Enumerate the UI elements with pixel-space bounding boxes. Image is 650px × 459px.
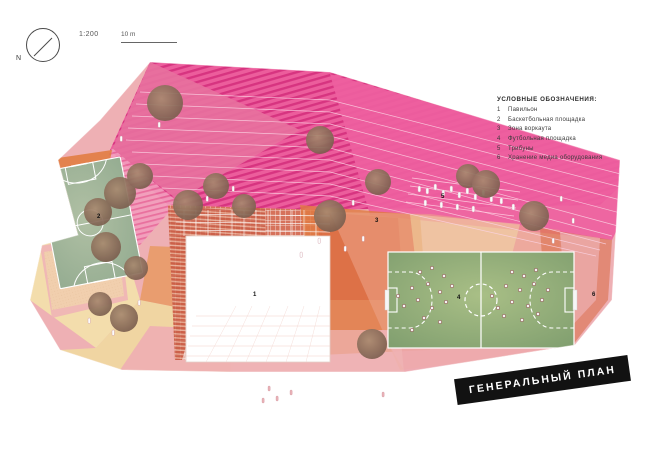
legend-item-number: 5 [497, 145, 501, 152]
scale-ratio: 1:200 [79, 31, 99, 38]
north-arrow-circle [26, 28, 60, 62]
scale-bar-label: 10 m [121, 31, 136, 38]
legend-item-number: 2 [497, 116, 501, 123]
legend-item-label: Трибуны [508, 145, 534, 152]
plan-marker-tribunes: 5 [441, 194, 445, 200]
legend-item-label: Павильон [508, 107, 538, 113]
legend-item-number: 3 [497, 126, 501, 133]
plan-marker-pavilion: 1 [253, 292, 257, 298]
football-field [384, 251, 578, 349]
legend-item-label: Хранение медиа оборудования [508, 155, 603, 162]
plan-marker-football-field: 4 [457, 295, 461, 301]
north-needle-icon [33, 37, 53, 57]
scale-bar-line [121, 42, 177, 43]
pavilion-roof [185, 235, 331, 363]
legend-item-label: Баскетбольная площадка [508, 116, 586, 123]
plan-marker-workout-zone: 3 [375, 218, 379, 224]
tribunes [405, 177, 521, 217]
pedestrian-figures [87, 121, 575, 336]
legend-title: УСЛОВНЫЕ ОБОЗНАЧЕНИЯ: [497, 96, 598, 103]
north-arrow: N [16, 28, 62, 64]
legend-item-media-storage: 6 Хранение медиа оборудования [497, 155, 647, 161]
legend-item-pavilion: 1 Павильон [497, 107, 647, 113]
legend-item-label: Футбольная площадка [508, 136, 576, 143]
plan-marker-basketball-court: 2 [97, 214, 101, 220]
legend-item-number: 1 [497, 107, 501, 113]
plan-marker-media-storage: 6 [592, 292, 596, 298]
tribune-people [417, 183, 515, 213]
tree-canopies [84, 85, 549, 359]
legend-item-number: 4 [497, 136, 501, 143]
stray-figures [261, 385, 385, 404]
legend-item-football-field: 4 Футбольная площадка [497, 136, 647, 142]
legend-item-number: 6 [497, 155, 501, 162]
legend: УСЛОВНЫЕ ОБОЗНАЧЕНИЯ: 1 Павильон 2 Баске… [497, 96, 647, 165]
legend-item-tribunes: 5 Трибуны [497, 146, 647, 152]
north-label: N [16, 55, 22, 62]
plan-outline [29, 61, 621, 373]
legend-item-workout-zone: 3 Зона воркаута [497, 126, 647, 132]
facet-magenta-east [330, 74, 620, 240]
legend-item-label: Зона воркаута [508, 126, 552, 133]
player-figures [396, 266, 550, 332]
legend-item-basketball-court: 2 Баскетбольная площадка [497, 117, 647, 123]
